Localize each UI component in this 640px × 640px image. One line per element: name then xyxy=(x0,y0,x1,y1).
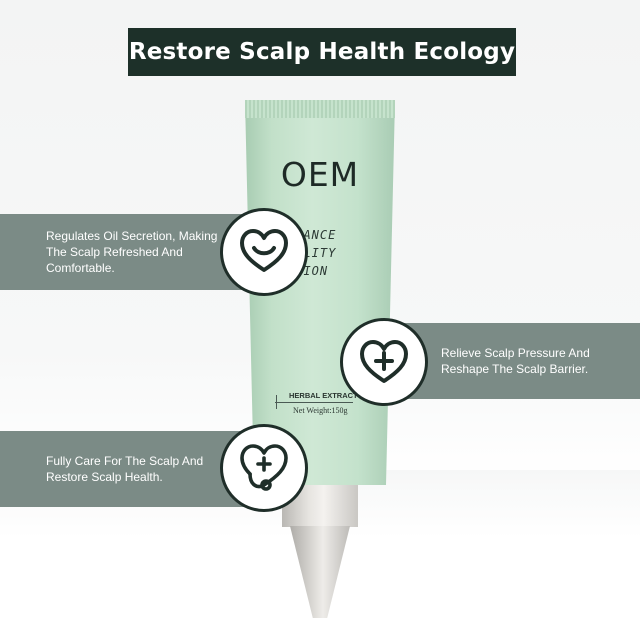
feature-text: Relieve Scalp Pressure And Reshape The S… xyxy=(441,346,590,376)
tube-divider xyxy=(275,402,353,403)
heart-stethoscope-icon xyxy=(240,444,288,491)
tube-crimp xyxy=(245,100,395,118)
feature-band-oil: Regulates Oil Secretion, Making The Scal… xyxy=(0,214,270,290)
tube-herbal-label: HERBAL EXTRACT xyxy=(289,391,358,400)
feature-badge-care xyxy=(220,424,308,512)
feature-badge-pressure xyxy=(340,318,428,406)
feature-text: Fully Care For The Scalp And Restore Sca… xyxy=(46,454,204,484)
feature-text: Regulates Oil Secretion, Making The Scal… xyxy=(46,229,218,275)
heart-plus-icon xyxy=(360,340,408,383)
feature-badge-oil xyxy=(220,208,308,296)
tube-brand: OEM xyxy=(280,155,360,194)
title-banner: Restore Scalp Health Ecology xyxy=(128,28,516,76)
smiling-heart-icon xyxy=(240,229,288,272)
tube-net-weight: Net Weight:150g xyxy=(293,406,348,415)
